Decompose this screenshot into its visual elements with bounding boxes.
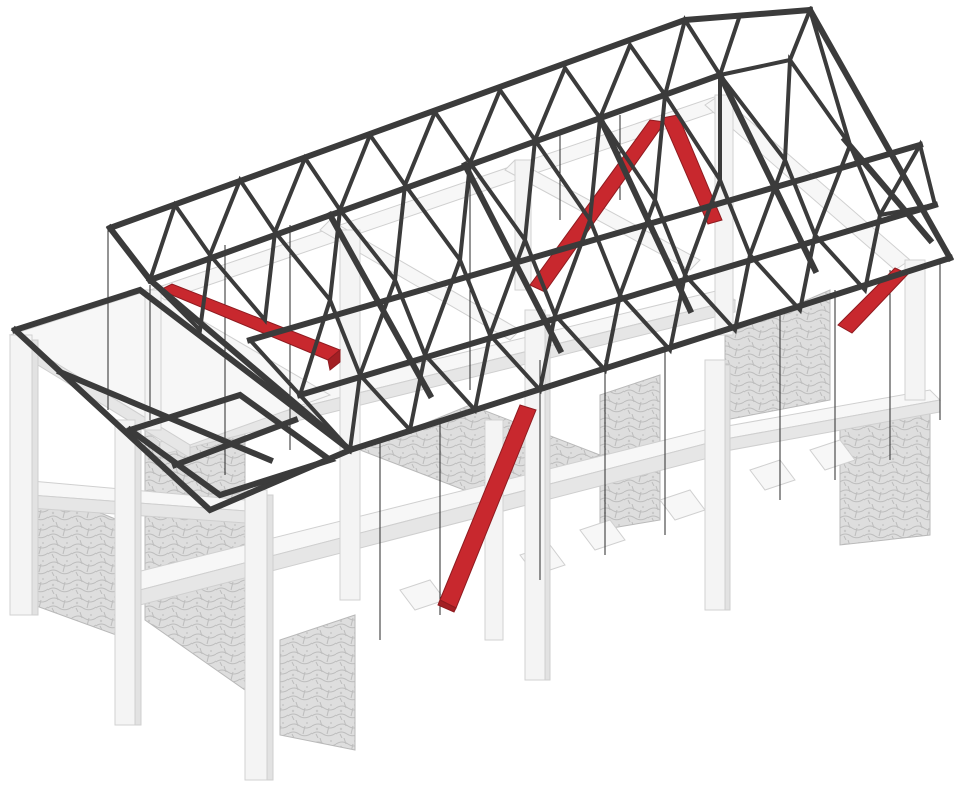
pier-mid-3-side [544, 314, 551, 681]
pier-right-1-side [724, 364, 731, 611]
pier-mid-1 [339, 229, 361, 601]
truss-inner-frame [125, 391, 337, 499]
pier-right-corner [904, 259, 926, 401]
pier-front-corner [114, 419, 136, 726]
truss-eave-front [146, 71, 724, 284]
truss-lower-webs [148, 8, 937, 455]
truss-top-webs [108, 8, 812, 285]
pier-back-left [144, 289, 162, 431]
truss-right-gable [805, 5, 955, 263]
truss-rafters [325, 70, 935, 400]
steel-roof-truss [10, 5, 955, 514]
pier-front-corner-side [134, 424, 142, 726]
pier-front-left-side [31, 339, 39, 616]
brace-back-falling [661, 114, 723, 225]
pier-front-center [244, 489, 268, 781]
pier-front-center-side [266, 494, 274, 781]
truss-mid-chord [246, 141, 924, 344]
truss-eave-lower [346, 254, 954, 454]
pier-mid-3 [524, 309, 546, 681]
stone-wall-front-center [279, 614, 356, 751]
pier-front-left [9, 334, 33, 616]
pier-right-1 [704, 359, 726, 611]
